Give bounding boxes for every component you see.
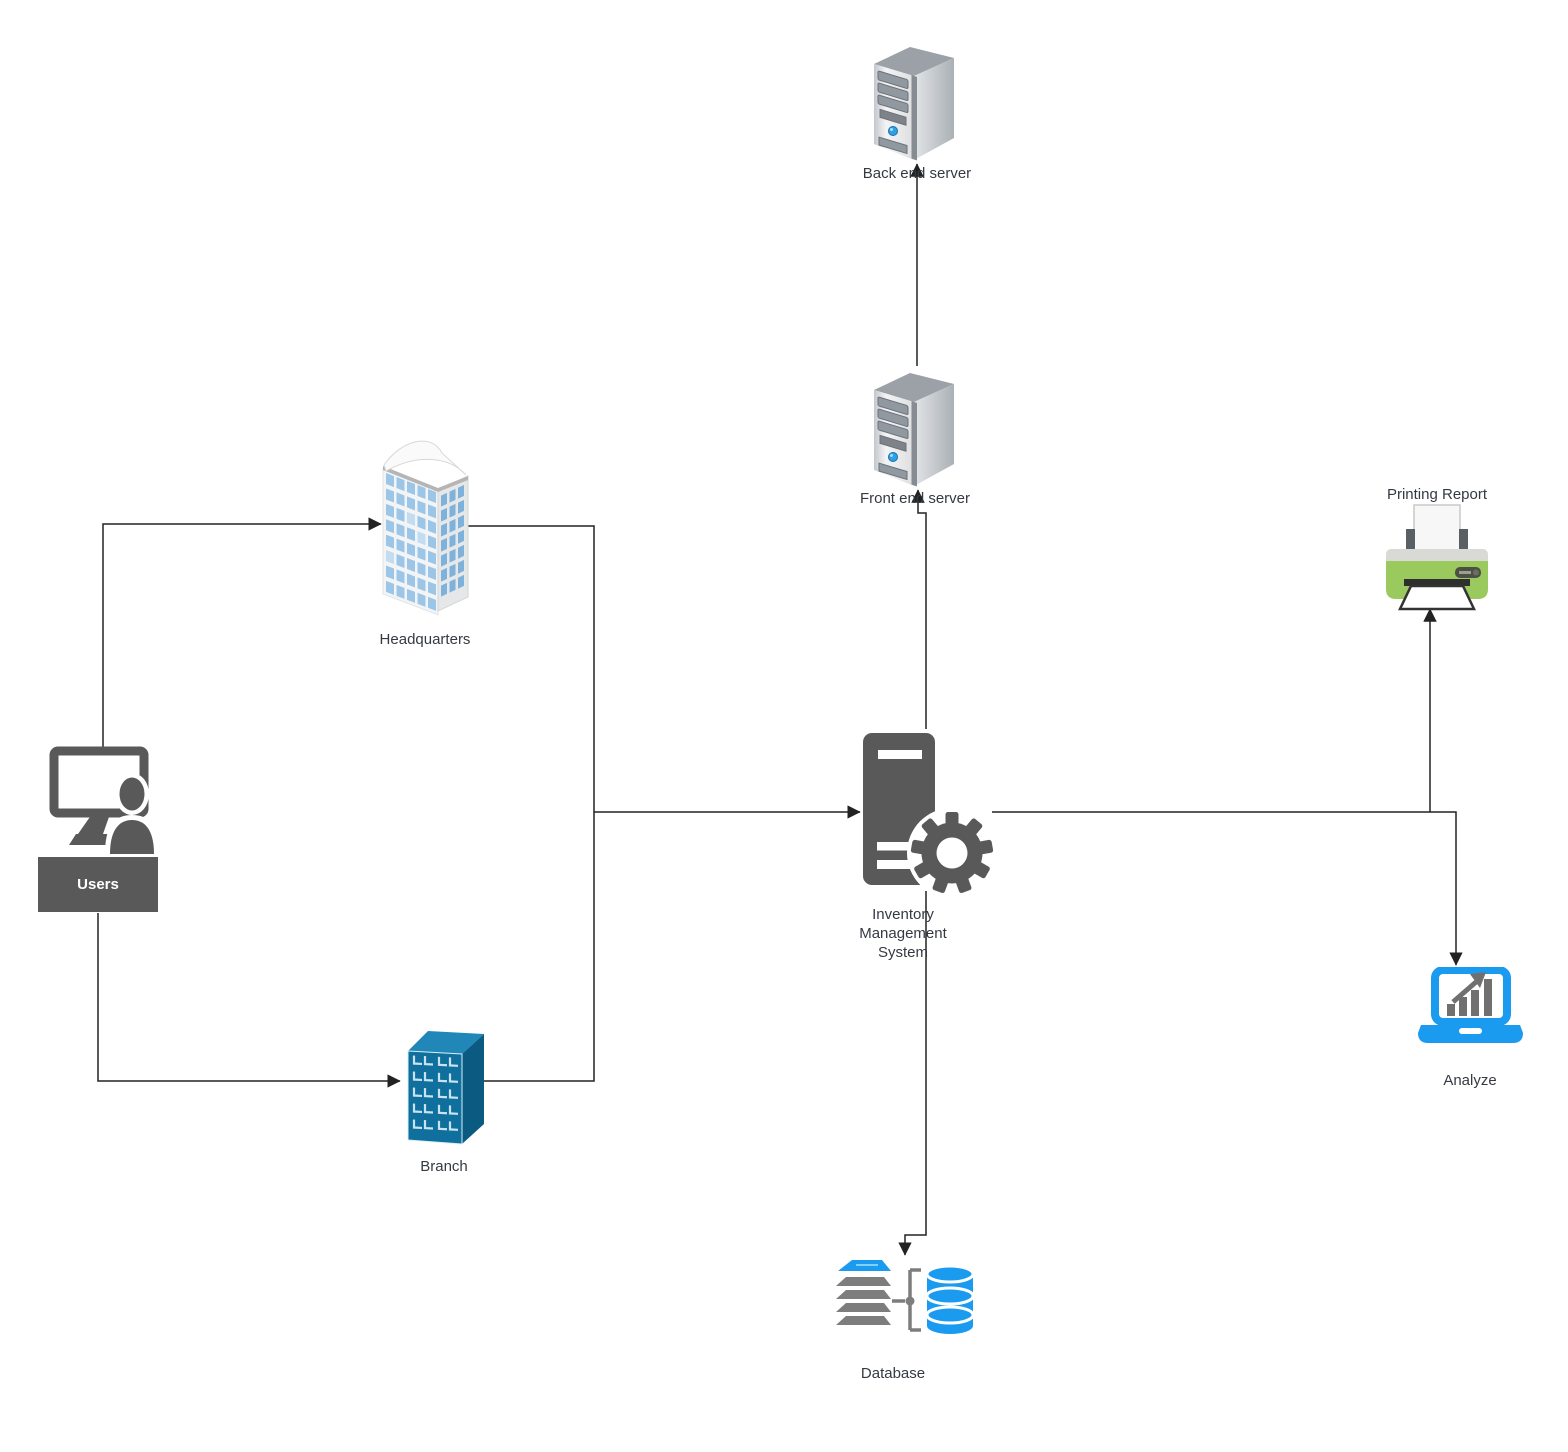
- trend-arrow: [1470, 972, 1486, 988]
- edge-ims-database: [898, 891, 927, 1256]
- ims-label-line2: Management: [859, 925, 947, 942]
- printer-icon[interactable]: [1378, 503, 1496, 611]
- bar-chart-glyph: [1447, 979, 1492, 1016]
- edge-ims-front-end-server: [911, 489, 927, 729]
- edge-headquarters-junction: [468, 525, 595, 812]
- analyze-laptop-icon[interactable]: [1418, 967, 1523, 1049]
- branch-label: Branch: [420, 1158, 468, 1175]
- front-end-server-icon[interactable]: [862, 366, 962, 488]
- headquarters-building-icon[interactable]: [378, 437, 474, 617]
- users-label: Users: [77, 876, 119, 893]
- inventory-management-system-icon[interactable]: [845, 731, 995, 901]
- edge-users-headquarters: [102, 517, 382, 748]
- edge-branch-junction: [482, 812, 595, 1082]
- printing-report-label: Printing Report: [1386, 486, 1488, 503]
- branch-windows: [412, 1055, 458, 1131]
- headquarters-label: Headquarters: [379, 631, 471, 648]
- ims-label-line1: Inventory: [872, 906, 934, 923]
- inventory-management-system-label: Inventory Management System: [845, 905, 961, 962]
- branch-building-icon[interactable]: [404, 1024, 484, 1146]
- back-end-server-icon[interactable]: [862, 40, 962, 162]
- edge-ims-analyze: [992, 811, 1463, 966]
- person-head: [119, 777, 145, 811]
- back-end-server-label: Back end server: [862, 165, 972, 182]
- front-end-server-label: Front end server: [859, 490, 971, 507]
- database-label: Database: [860, 1365, 926, 1382]
- database-icon[interactable]: [828, 1258, 976, 1348]
- users-workstation-icon[interactable]: [48, 744, 158, 854]
- users-label-box[interactable]: Users: [38, 857, 158, 912]
- analyze-label: Analyze: [1443, 1072, 1497, 1089]
- roof-band: [383, 466, 468, 492]
- gear-icon: [910, 812, 994, 894]
- ims-label-line3: System: [877, 944, 928, 961]
- person-body: [110, 820, 154, 854]
- curved-roof: [383, 440, 467, 476]
- edge-users-branch: [97, 913, 401, 1088]
- stack-layers: [836, 1277, 891, 1325]
